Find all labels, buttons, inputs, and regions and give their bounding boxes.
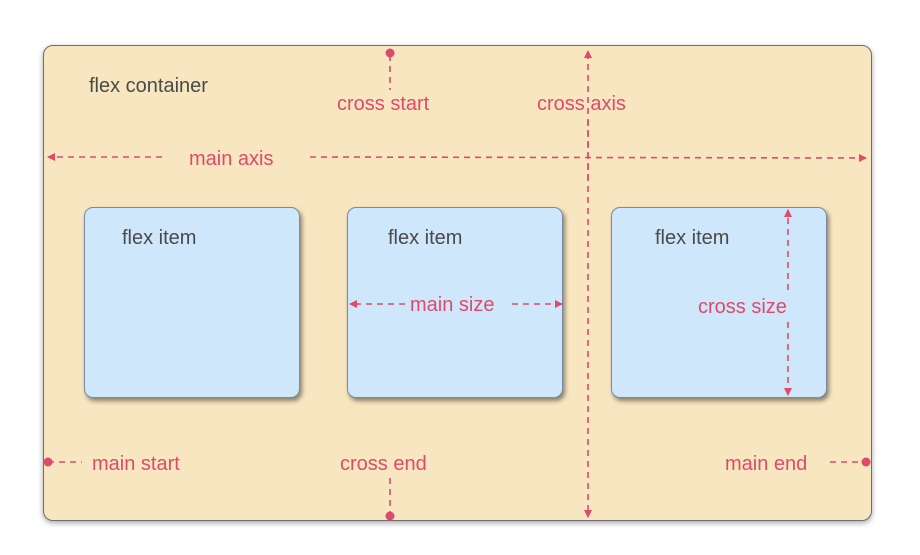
main-axis-label: main axis [189, 148, 274, 170]
flex-item-3 [611, 207, 827, 398]
main-start-label: main start [92, 453, 180, 475]
main-end-label: main end [725, 453, 808, 475]
cross-start-label: cross start [337, 93, 430, 115]
cross-axis-label: cross axis [537, 93, 626, 115]
flex-item-2-label: flex item [388, 227, 463, 249]
main-size-label: main size [410, 294, 495, 316]
flex-item-2 [347, 207, 563, 398]
flex-item-3-label: flex item [655, 227, 730, 249]
cross-start-dot [385, 48, 395, 58]
main-end-dot [861, 457, 871, 467]
cross-size-label: cross size [698, 296, 787, 318]
main-start-dot [43, 457, 53, 467]
cross-end-label: cross end [340, 453, 427, 475]
cross-end-dot [385, 511, 395, 521]
flex-item-1-label: flex item [122, 227, 197, 249]
flex-container-label: flex container [89, 75, 208, 97]
flex-item-1 [84, 207, 300, 398]
